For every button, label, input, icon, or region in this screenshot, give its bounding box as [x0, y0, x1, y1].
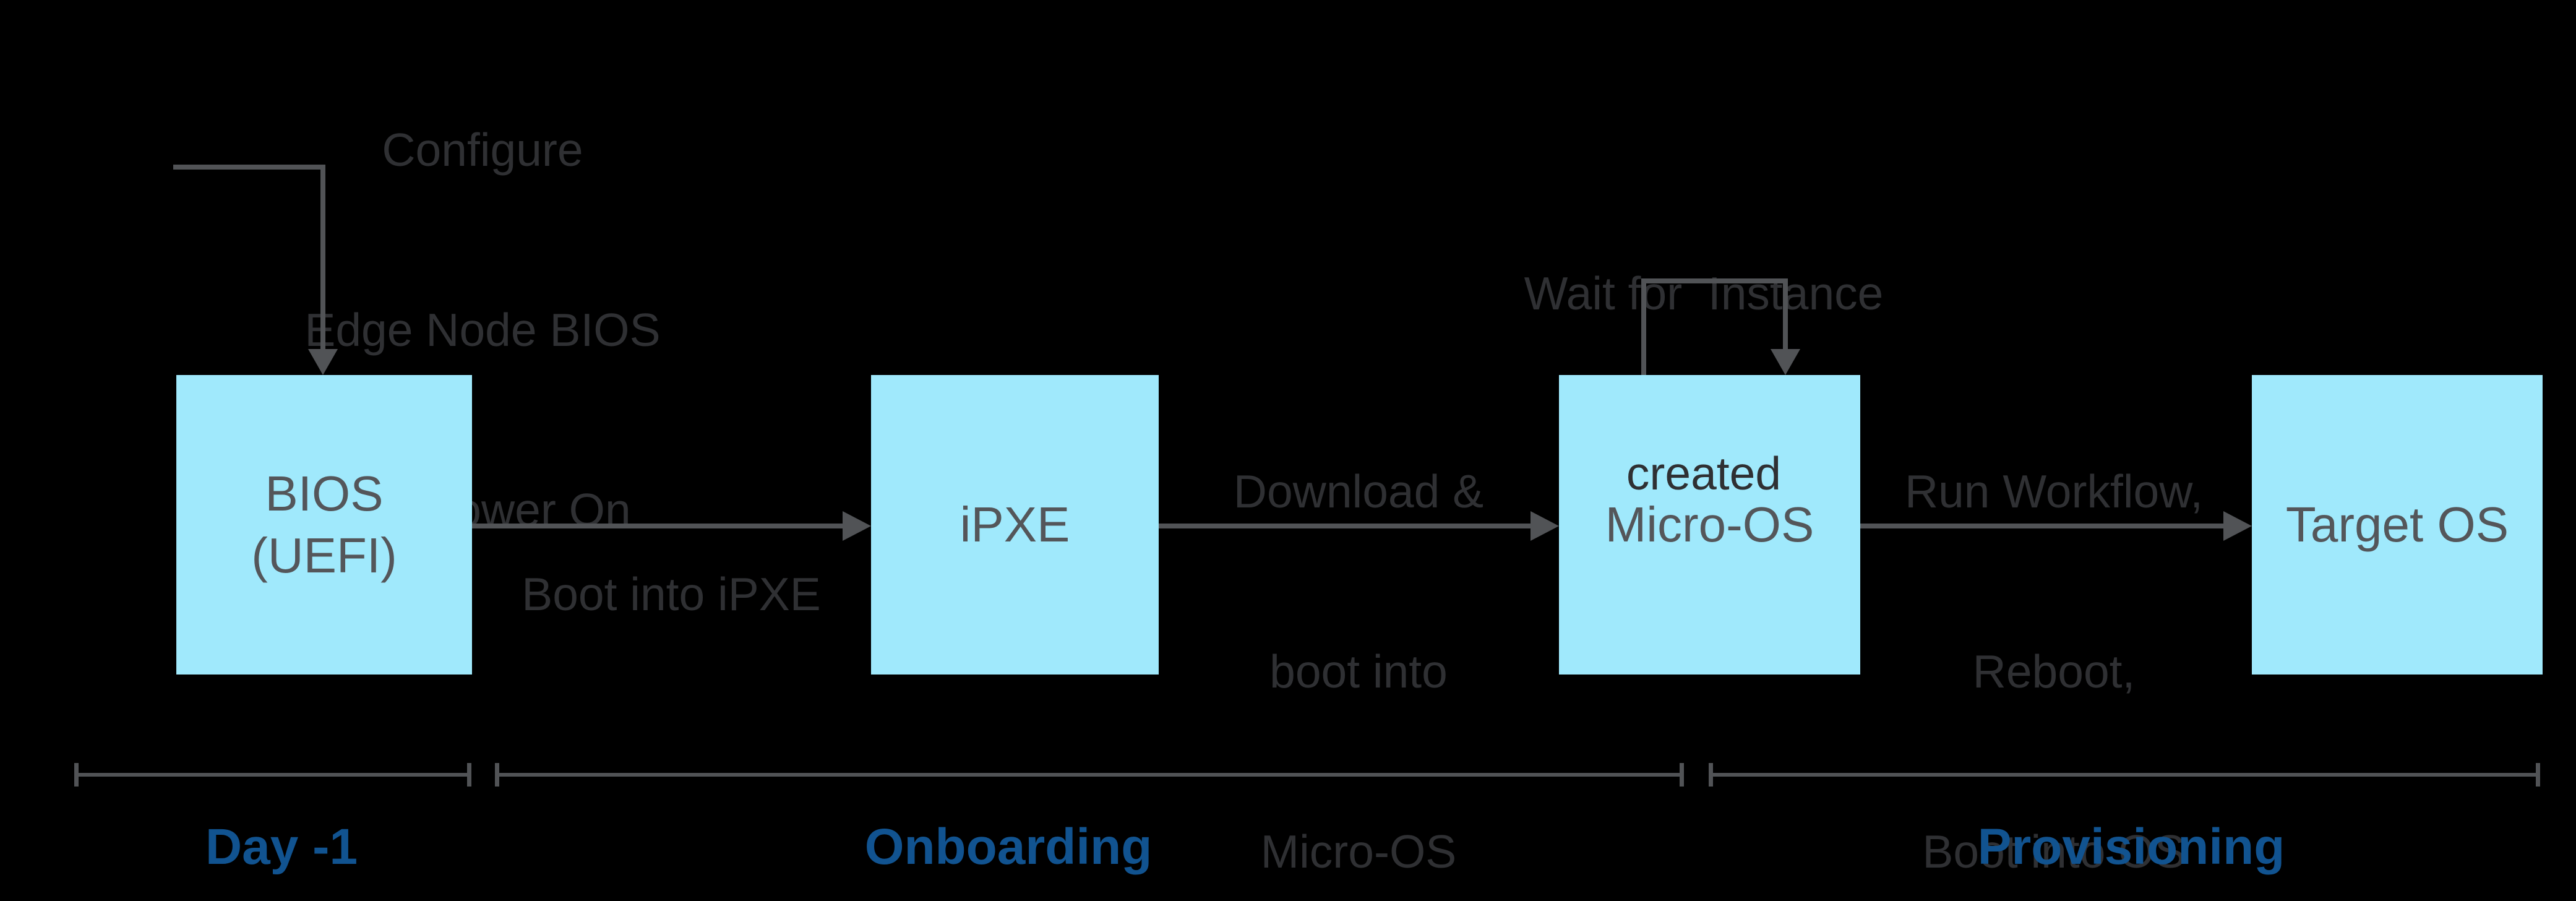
phase-bracket-line [495, 773, 1684, 777]
download-boot-line1: Download & [1233, 465, 1484, 517]
phase-bracket-onboarding [495, 763, 1684, 787]
bios-label-line2: (UEFI) [251, 528, 397, 583]
phase-bracket-tick [1709, 763, 1713, 787]
wait-loop-top-segment [1641, 278, 1788, 283]
run-workflow-line2: Reboot, [1972, 645, 2136, 697]
phase-bracket-tick [1680, 763, 1684, 787]
micro-os-label: Micro-OS [1605, 497, 1814, 552]
phase-bracket-tick [74, 763, 79, 787]
phase-bracket-tick [495, 763, 499, 787]
phase-label-day-minus-1: Day -1 [205, 819, 358, 875]
phase-label-onboarding: Onboarding [864, 819, 1153, 875]
wait-loop-arrowhead-down-icon [1771, 349, 1800, 375]
ipxe-label: iPXE [960, 497, 1070, 552]
arrow-ipxe-to-micro-os-shaft [1159, 524, 1532, 528]
annotation-wait-instance: Wait for Instance created [1518, 144, 1889, 624]
phase-bracket-day-minus-1 [74, 763, 471, 787]
arrow-micro-os-to-target-os-shaft [1860, 524, 2225, 528]
phase-bracket-line [1709, 773, 2540, 777]
wait-loop-left-leg [1641, 278, 1646, 375]
phase-bracket-tick [2536, 763, 2540, 787]
download-boot-line2: boot into [1269, 645, 1448, 697]
annotation-download-boot: Download & boot into Micro-OS [1173, 342, 1544, 901]
wait-loop-right-leg [1783, 278, 1788, 349]
run-workflow-line3: Boot into OS [1922, 826, 2186, 877]
wait-instance-line2: created [1626, 447, 1782, 499]
phase-bracket-line [74, 773, 471, 777]
arrow-ipxe-to-micro-os-head-icon [1531, 511, 1559, 541]
arrow-bios-to-ipxe-head-icon [843, 511, 871, 541]
phase-bracket-tick [467, 763, 471, 787]
phase-bracket-provisioning [1709, 763, 2540, 787]
configure-arrowhead-down-icon [308, 349, 338, 375]
boot-into-ipxe-line1: Boot into iPXE [522, 568, 821, 620]
arrow-micro-os-to-target-os-head-icon [2223, 511, 2252, 541]
flow-node-bios: BIOS (UEFI) [176, 375, 472, 675]
flow-node-ipxe: iPXE [871, 375, 1159, 675]
arrow-bios-to-ipxe-shaft [472, 524, 844, 528]
phase-label-provisioning: Provisioning [1977, 819, 2285, 875]
flow-node-micro-os: Micro-OS [1559, 375, 1860, 675]
download-boot-line3: Micro-OS [1260, 826, 1457, 877]
annotation-boot-into-ipxe: Boot into iPXE [486, 444, 857, 744]
configure-arrow-horizontal-segment [173, 165, 325, 170]
wait-instance-line1: Wait for Instance [1524, 267, 1884, 319]
bios-label-line1: BIOS [265, 466, 384, 521]
target-os-label: Target OS [2285, 497, 2509, 552]
configure-arrow-vertical-segment [320, 165, 325, 350]
run-workflow-line1: Run Workflow, [1904, 465, 2204, 517]
flow-node-target-os: Target OS [2252, 375, 2543, 675]
annotation-configure-line1: Configure [382, 124, 583, 176]
annotation-run-workflow: Run Workflow, Reboot, Boot into OS [1868, 342, 2239, 901]
